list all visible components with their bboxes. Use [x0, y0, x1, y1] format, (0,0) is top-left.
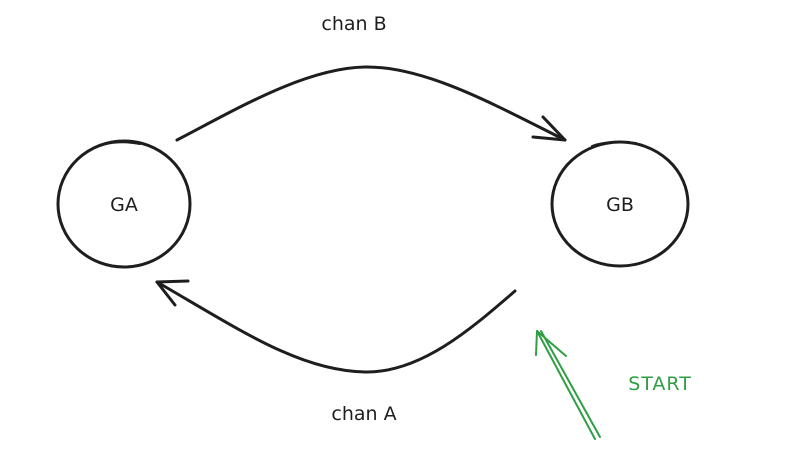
start-arrow-head-left	[535, 330, 538, 356]
node-gb: GB	[550, 140, 690, 268]
edge-gb-to-ga-arrowhead	[155, 279, 190, 307]
edge-ga-to-gb-curve	[175, 65, 567, 142]
node-ga: GA	[56, 139, 192, 269]
edge-label-chan-a: chan A	[331, 403, 396, 425]
start-arrow-line-1	[536, 330, 596, 440]
edge-ga-to-gb-arrowhead	[531, 115, 567, 142]
start-arrow	[535, 330, 601, 440]
start-arrow-head-right	[536, 330, 567, 357]
node-gb-label: GB	[606, 194, 634, 216]
edge-label-chan-b: chan B	[321, 13, 386, 35]
node-ga-circle	[56, 139, 192, 269]
node-ga-sketch-overlap	[99, 141, 141, 147]
node-gb-sketch-overlap	[591, 140, 637, 147]
start-label: START	[628, 373, 692, 395]
edge-gb-to-ga	[155, 279, 517, 374]
edge-ga-to-gb	[175, 65, 567, 142]
start-arrow-line-2	[540, 330, 601, 438]
edge-gb-to-ga-curve	[155, 280, 517, 374]
node-ga-label: GA	[110, 194, 138, 216]
